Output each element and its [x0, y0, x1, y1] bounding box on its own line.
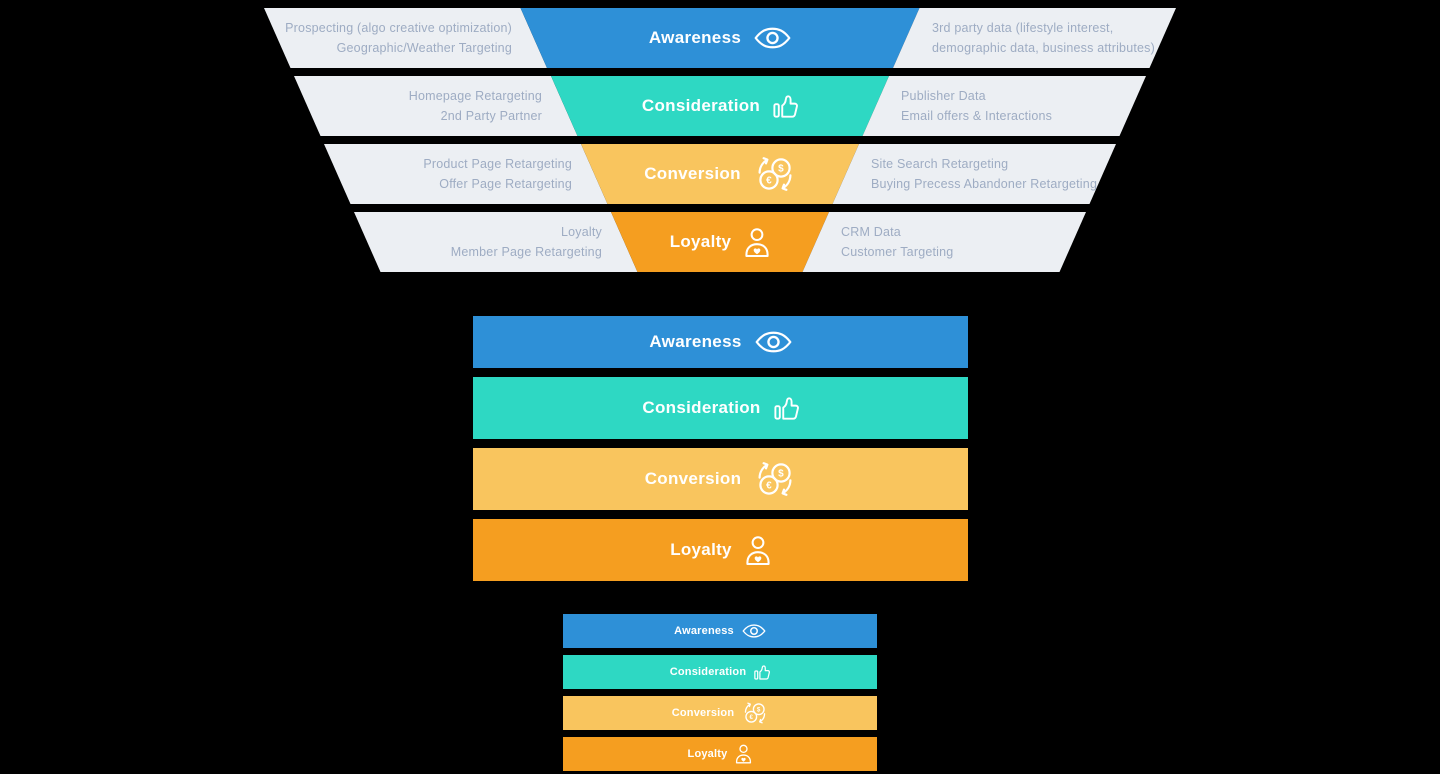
awareness-left-panel	[264, 8, 547, 68]
small-consideration-title: Consideration	[563, 655, 877, 689]
tactic-line: Loyalty	[560, 225, 602, 239]
tactic-line: Prospecting (algo creative optimization)	[285, 21, 512, 35]
loyalty-band	[611, 212, 829, 272]
thumbs-up-icon	[774, 397, 799, 420]
small-bar-awareness: Awareness	[563, 614, 877, 648]
medium-bar-consideration: Consideration	[473, 377, 968, 439]
tactic-line: Product Page Retargeting	[423, 157, 572, 171]
currency-exchange-icon	[754, 153, 796, 195]
person-heart-icon	[735, 744, 752, 764]
small-bar-conversion: Conversion	[563, 696, 877, 730]
awareness-right-panel	[893, 8, 1176, 68]
stage-label: Conversion	[644, 164, 741, 183]
awareness-data-right: 3rd party data (lifestyle interest, demo…	[932, 8, 1155, 68]
conversion-title: Conversion	[324, 144, 1116, 204]
stage-label: Conversion	[671, 707, 735, 719]
person-heart-icon	[744, 227, 770, 258]
tactic-line: Offer Page Retargeting	[439, 177, 572, 191]
conversion-right-panel	[832, 144, 1116, 204]
awareness-title: Awareness	[264, 8, 1176, 68]
data-line: demographic data, business attributes)	[932, 41, 1155, 55]
funnel-stage-loyalty: Loyalty Member Page Retargeting Loyalty …	[354, 212, 1086, 272]
data-line: CRM Data	[841, 225, 901, 239]
consideration-title: Consideration	[294, 76, 1146, 136]
medium-loyalty-title: Loyalty	[473, 519, 968, 581]
stage-label: Consideration	[669, 666, 747, 678]
data-line: Site Search Retargeting	[871, 157, 1009, 171]
loyalty-data-right: CRM Data Customer Targeting	[841, 212, 953, 272]
stage-label: Loyalty	[670, 540, 732, 559]
consideration-right-panel	[862, 76, 1146, 136]
tactic-line: Homepage Retargeting	[408, 89, 542, 103]
small-bar-loyalty: Loyalty	[563, 737, 877, 771]
conversion-band	[581, 144, 859, 204]
medium-conversion-title: Conversion	[473, 448, 968, 510]
funnel-stage-awareness: Prospecting (algo creative optimization)…	[264, 8, 1176, 68]
funnel-stage-consideration: Homepage Retargeting 2nd Party Partner C…	[294, 76, 1146, 136]
eye-icon	[742, 624, 766, 638]
tactic-line: Geographic/Weather Targeting	[336, 41, 512, 55]
stage-label: Awareness	[649, 332, 742, 351]
consideration-data-right: Publisher Data Email offers & Interactio…	[901, 76, 1052, 136]
eye-icon	[754, 27, 791, 49]
currency-exchange-icon	[742, 700, 768, 726]
data-line: Buying Precess Abandoner Retargeting	[871, 177, 1098, 191]
consideration-band	[551, 76, 889, 136]
thumbs-up-icon	[754, 665, 770, 680]
funnel-stage-conversion: Product Page Retargeting Offer Page Reta…	[324, 144, 1116, 204]
small-conversion-title: Conversion	[563, 696, 877, 730]
conversion-left-panel	[324, 144, 608, 204]
tactic-line: 2nd Party Partner	[440, 109, 542, 123]
loyalty-title: Loyalty	[354, 212, 1086, 272]
stage-label: Loyalty	[669, 232, 732, 251]
consideration-tactics-left: Homepage Retargeting 2nd Party Partner	[294, 76, 542, 136]
stage-label: Consideration	[642, 398, 761, 417]
medium-consideration-title: Consideration	[473, 377, 968, 439]
loyalty-tactics-left: Loyalty Member Page Retargeting	[354, 212, 602, 272]
stage-label: Consideration	[641, 96, 761, 115]
loyalty-right-panel	[802, 212, 1086, 272]
small-loyalty-title: Loyalty	[563, 737, 877, 771]
small-bar-consideration: Consideration	[563, 655, 877, 689]
medium-bar-conversion: Conversion	[473, 448, 968, 510]
awareness-tactics-left: Prospecting (algo creative optimization)…	[264, 8, 512, 68]
stage-label: Awareness	[674, 625, 734, 637]
data-line: Customer Targeting	[841, 245, 954, 259]
thumbs-up-icon	[773, 95, 798, 118]
loyalty-left-panel	[354, 212, 638, 272]
medium-awareness-title: Awareness	[473, 316, 968, 368]
currency-exchange-icon	[754, 458, 796, 500]
data-line: 3rd party data (lifestyle interest,	[932, 21, 1114, 35]
stage-label: Awareness	[648, 28, 742, 47]
medium-bar-awareness: Awareness	[473, 316, 968, 368]
conversion-data-right: Site Search Retargeting Buying Precess A…	[871, 144, 1097, 204]
awareness-band	[520, 8, 920, 68]
medium-bar-loyalty: Loyalty	[473, 519, 968, 581]
data-line: Publisher Data	[901, 89, 986, 103]
eye-icon	[755, 331, 792, 353]
tactic-line: Member Page Retargeting	[450, 245, 602, 259]
person-heart-icon	[745, 535, 771, 566]
conversion-tactics-left: Product Page Retargeting Offer Page Reta…	[324, 144, 572, 204]
stage-label: Conversion	[644, 469, 742, 488]
data-line: Email offers & Interactions	[901, 109, 1053, 123]
consideration-left-panel	[294, 76, 578, 136]
small-awareness-title: Awareness	[563, 614, 877, 648]
stage-label: Loyalty	[687, 748, 728, 760]
